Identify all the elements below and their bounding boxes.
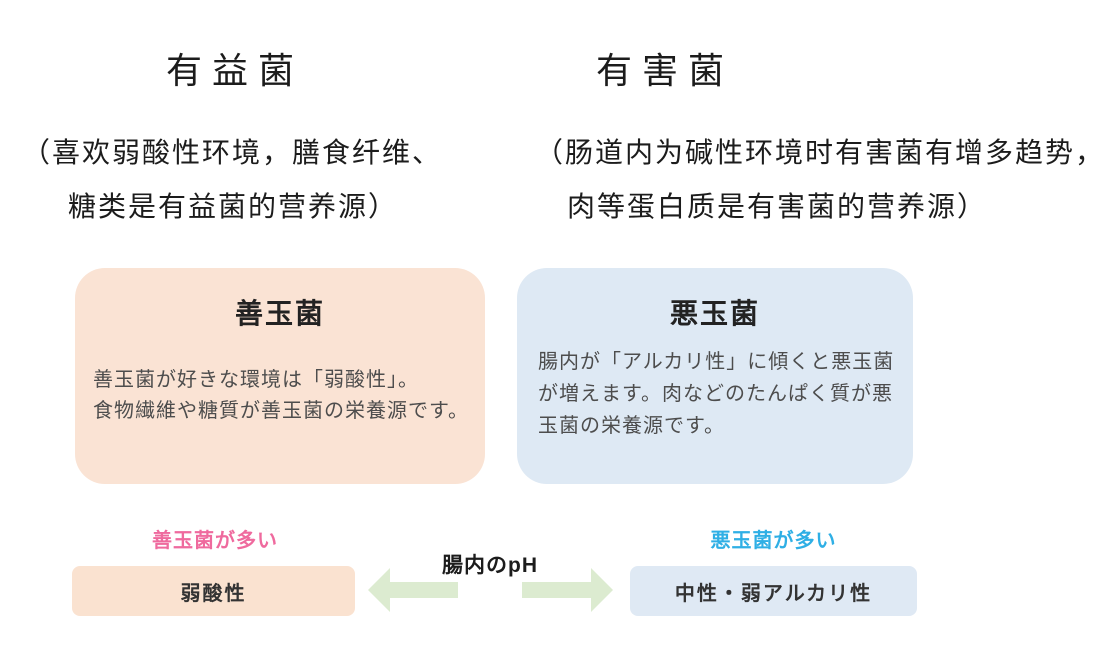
bad-card-body: 腸内が「アルカリ性」に傾くと悪玉菌 が増えます。肉などのたんぱく質が悪 玉菌の栄… <box>538 346 894 442</box>
good-bacteria-card: 善玉菌 善玉菌が好きな環境は「弱酸性」。 食物繊維や糖質が善玉菌の栄養源です。 <box>75 268 485 484</box>
bad-bacteria-note-line1: （肠道内为碱性环境时有害菌有增多趋势， <box>535 138 1106 169</box>
good-bacteria-many-label: 善玉菌が多い <box>152 530 278 552</box>
good-card-title: 善玉菌 <box>234 298 325 329</box>
weak-acidity-bar: 弱酸性 <box>72 566 355 616</box>
bad-card-title: 悪玉菌 <box>669 298 760 329</box>
bad-bacteria-note-line2: 肉等蛋白质是有害菌的营养源） <box>567 192 988 223</box>
good-bacteria-heading: 有益菌 <box>165 51 304 91</box>
good-card-body: 善玉菌が好きな環境は「弱酸性」。 食物繊維や糖質が善玉菌の栄養源です。 <box>93 365 469 427</box>
good-card-body-line2: 食物繊維や糖質が善玉菌の栄養源です。 <box>93 400 469 422</box>
good-bacteria-note-line2: 糖类是有益菌的营养源） <box>68 192 399 223</box>
bad-bacteria-card: 悪玉菌 腸内が「アルカリ性」に傾くと悪玉菌 が増えます。肉などのたんぱく質が悪 … <box>517 268 913 484</box>
arrow-left-icon <box>368 568 458 612</box>
arrow-right-icon <box>522 568 613 612</box>
bad-card-body-line1: 腸内が「アルカリ性」に傾くと悪玉菌 <box>538 351 895 373</box>
neutral-alkaline-bar: 中性・弱アルカリ性 <box>630 566 917 616</box>
bad-bacteria-heading: 有害菌 <box>595 51 734 91</box>
intestinal-ph-label: 腸内のpH <box>442 554 538 577</box>
bad-card-body-line3: 玉菌の栄養源です。 <box>538 415 725 437</box>
bad-bacteria-many-label: 悪玉菌が多い <box>710 530 837 552</box>
bad-card-body-line2: が増えます。肉などのたんぱく質が悪 <box>538 383 893 405</box>
good-bacteria-note-line1: （喜欢弱酸性环境，膳食纤维、 <box>22 138 443 169</box>
good-card-body-line1: 善玉菌が好きな環境は「弱酸性」。 <box>93 369 419 391</box>
